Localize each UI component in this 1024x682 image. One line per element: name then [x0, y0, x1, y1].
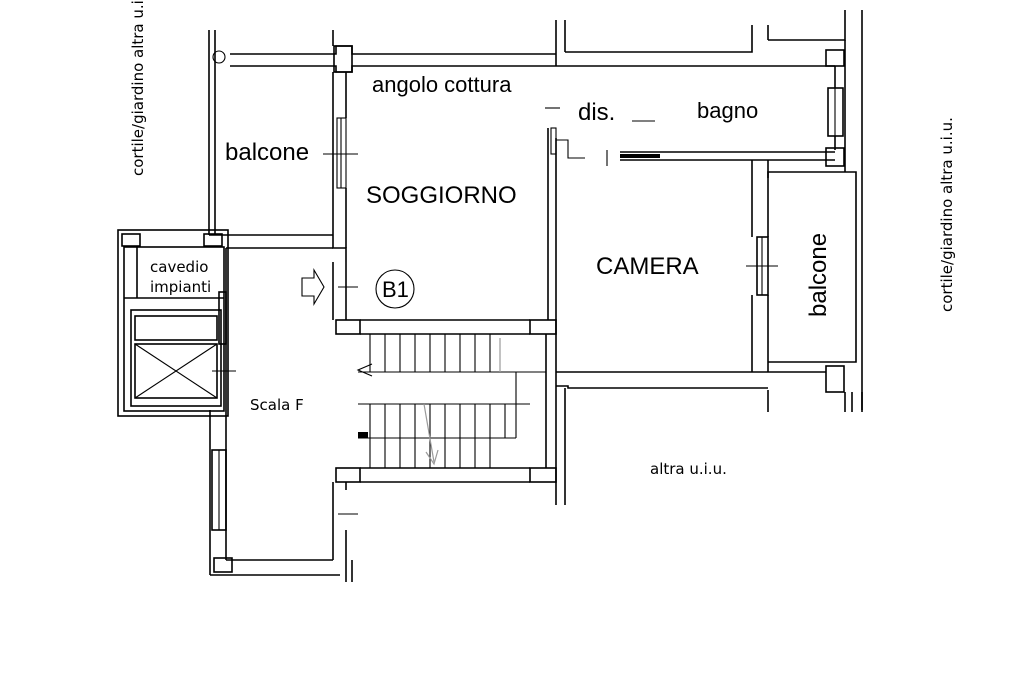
stair-flight — [356, 334, 546, 468]
label-cortile-right: cortile/giardino altra u.i.u. — [938, 117, 956, 312]
room-label-balcone-left: balcone — [225, 139, 309, 166]
room-label-soggiorno: SOGGIORNO — [366, 182, 517, 209]
entrance-arrow-icon — [301, 267, 325, 307]
label-cortile-left: cortile/giardino altra u.i. — [129, 0, 147, 176]
unit-marker-label: B1 — [382, 277, 409, 302]
room-label-balcone-right: balcone — [805, 233, 832, 317]
label-impianti: impianti — [150, 278, 211, 296]
room-label-angolo-cottura: angolo cottura — [372, 72, 512, 97]
window-ticks — [212, 50, 778, 267]
unit-marker-circle — [375, 269, 415, 309]
label-scala: Scala F — [250, 396, 304, 414]
room-label-bagno: bagno — [697, 98, 758, 123]
room-label-dis: dis. — [578, 99, 615, 126]
label-cavedio: cavedio — [150, 258, 208, 276]
label-altra-uiu: altra u.i.u. — [650, 460, 727, 478]
room-label-camera: CAMERA — [596, 253, 699, 280]
